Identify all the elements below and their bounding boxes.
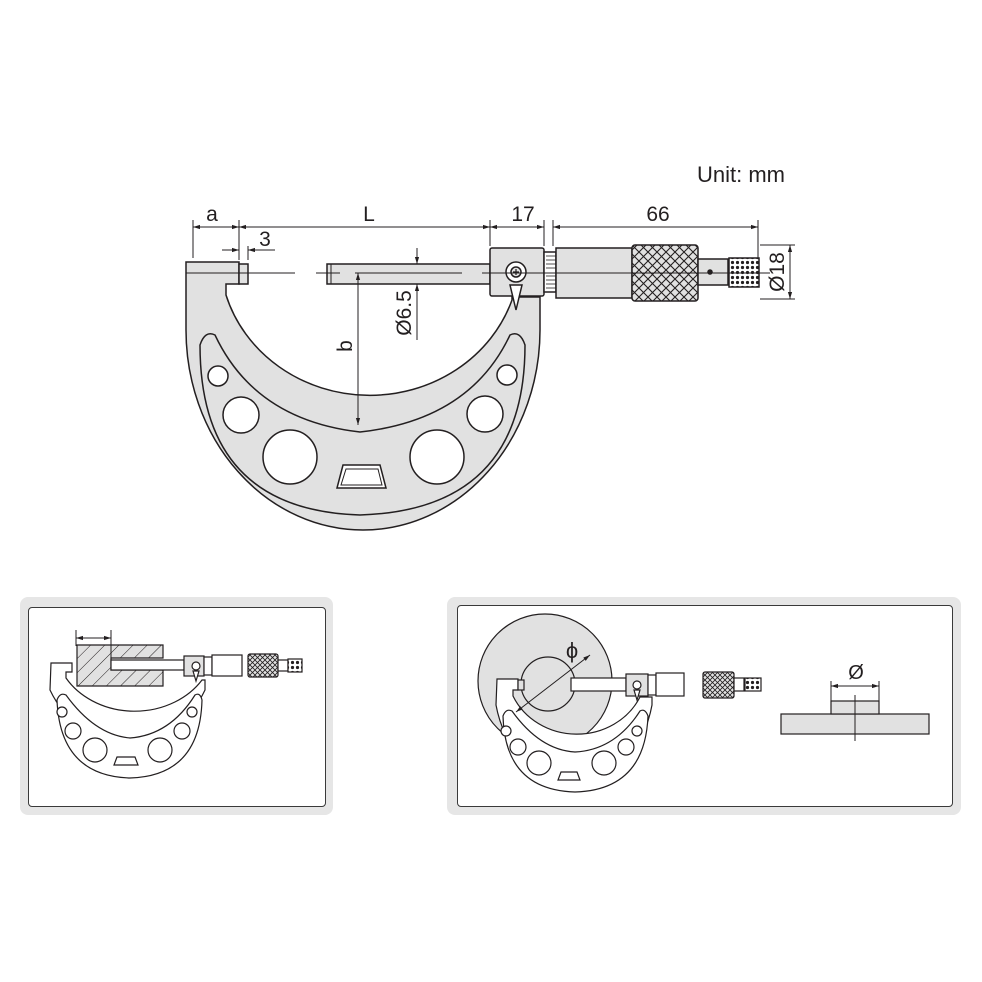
usage-left-micrometer — [49, 644, 303, 779]
dim-3: 3 — [259, 228, 271, 251]
dim-b: b — [334, 340, 357, 352]
dim-17: 17 — [511, 203, 534, 226]
frame-inner-groove — [199, 333, 526, 516]
usage-left-dimension — [75, 630, 112, 658]
unit-label: Unit: mm — [697, 162, 785, 187]
dim-a: a — [206, 203, 218, 226]
frame-hole — [262, 429, 318, 485]
dim-spindle-diameter: Ø6.5 — [393, 290, 416, 336]
dim-66: 66 — [646, 203, 669, 226]
dim-L: L — [363, 203, 375, 226]
label-plate — [336, 464, 387, 489]
lock-lever — [509, 284, 523, 311]
phi-boss-label: Ø — [848, 662, 864, 684]
frame-hole — [496, 364, 518, 386]
dimension-lines — [192, 220, 795, 425]
frame-hole — [466, 395, 504, 433]
thimble-end — [697, 258, 729, 286]
frame-hole — [207, 365, 229, 387]
usage-right-dimensions — [830, 681, 880, 741]
graduated-ring — [543, 251, 557, 293]
main-micrometer — [185, 244, 760, 531]
frame-hole — [409, 429, 465, 485]
usage-right-micrometer — [477, 613, 930, 793]
disc-boss — [520, 656, 576, 712]
frame-hole — [222, 396, 260, 434]
phi-disc-label: ϕ — [566, 638, 578, 663]
spindle — [326, 263, 491, 285]
anvil — [238, 263, 249, 285]
dim-thimble-diameter: Ø18 — [766, 252, 789, 292]
